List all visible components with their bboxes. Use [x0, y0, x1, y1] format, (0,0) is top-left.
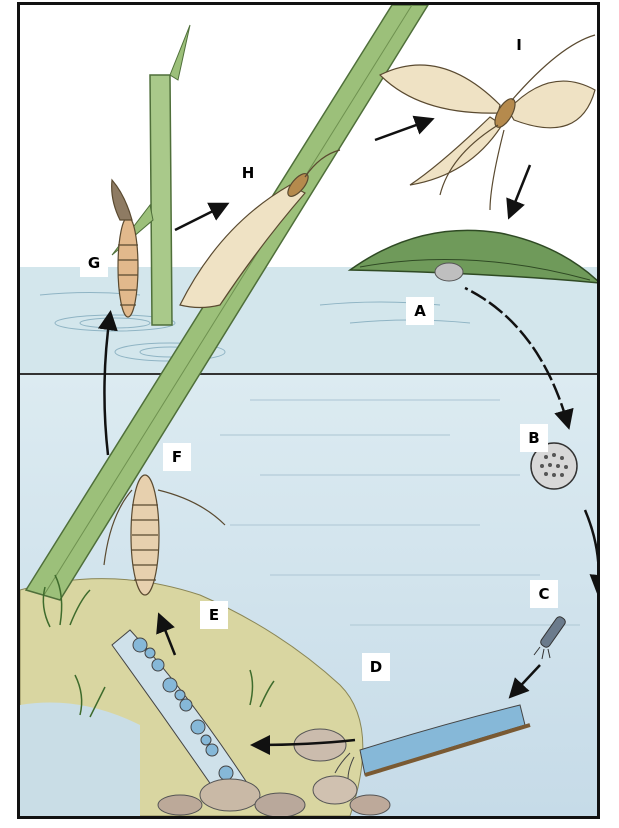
label-i: I	[505, 31, 533, 59]
label-f: F	[163, 443, 191, 471]
bank-shadow	[20, 703, 140, 817]
label-c: C	[530, 580, 558, 608]
label-d: D	[362, 653, 390, 681]
label-e: E	[200, 601, 228, 629]
label-b: B	[520, 424, 548, 452]
illustration-frame: A B C D E F G H I	[17, 2, 600, 819]
label-h: H	[234, 159, 262, 187]
label-a: A	[406, 297, 434, 325]
life-cycle-illustration	[20, 5, 597, 816]
vertical-reed	[150, 75, 172, 325]
label-g: G	[80, 249, 108, 277]
egg-mass	[435, 263, 463, 281]
